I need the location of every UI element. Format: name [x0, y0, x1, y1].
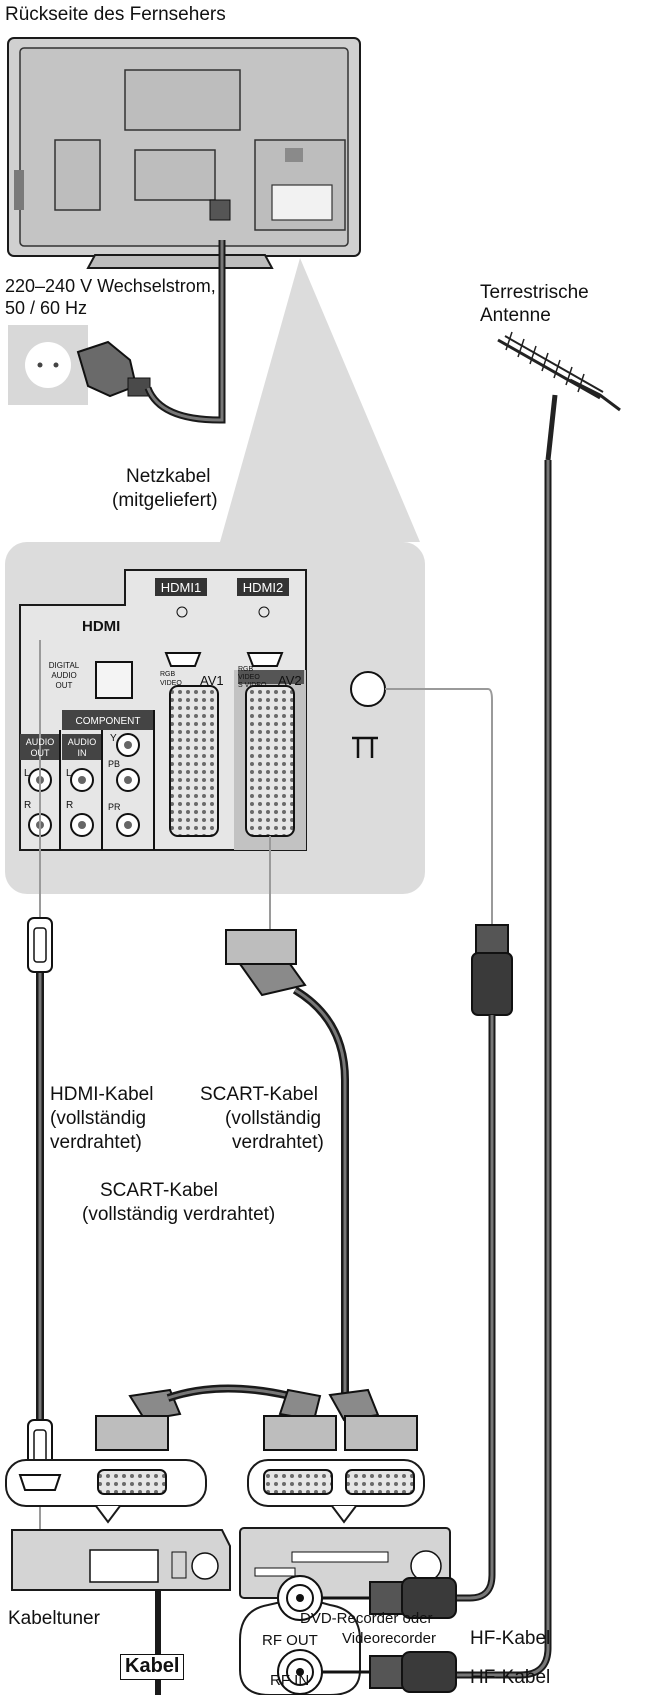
- hdmi2-label: HDMI2: [243, 580, 283, 595]
- scart-cable-a-label-1: SCART-Kabel: [200, 1084, 318, 1105]
- hdmi-cable-label-3: verdrahtet): [50, 1132, 142, 1153]
- audio-in-r-label: R: [66, 800, 73, 811]
- component-y-label: Y: [110, 733, 117, 744]
- rf-plug-top: [471, 924, 513, 1016]
- hdmi-plug-top: [27, 917, 53, 973]
- cable-tuner-device: [11, 1529, 231, 1591]
- scart-plug-recorder-2: [263, 1388, 337, 1451]
- component-pr-label: PR: [108, 802, 121, 812]
- antenna-cable: [455, 460, 552, 1679]
- av2-svideo-label: S VIDEO: [238, 682, 267, 689]
- mains-cable-label-1: Netzkabel: [126, 466, 211, 487]
- hdmi-logo-text: HDMI: [82, 618, 120, 635]
- power-spec-label-2: 50 / 60 Hz: [5, 298, 88, 318]
- av2-rgb-label: RGB: [238, 666, 254, 673]
- digital-audio-label-1: DIGITAL: [49, 661, 80, 670]
- tv-back-label: Rückseite des Fernsehers: [5, 4, 226, 25]
- hdmi-cable-label-2: (vollständig: [50, 1108, 147, 1129]
- cable-source-label: Kabel: [120, 1654, 185, 1680]
- cable-tuner-label: Kabeltuner: [8, 1608, 100, 1629]
- power-spec-label-1: 220–240 V Wechselstrom,: [5, 276, 216, 296]
- audio-out-label-1: AUDIO: [26, 737, 55, 747]
- recorder-label-1: DVD-Recorder oder: [300, 1610, 433, 1627]
- av1-rgb-label: RGB: [160, 671, 176, 678]
- rf-out-label: RF OUT: [262, 1632, 318, 1649]
- scart-cable-recorder: [292, 986, 349, 1400]
- scart-cable-a-label-3: verdrahtet): [232, 1132, 324, 1153]
- audio-in-l-label: L: [66, 768, 72, 779]
- rf-plug-in: [322, 1651, 457, 1693]
- scart-plug-panel: [225, 929, 307, 997]
- scart-plug-tuner: [95, 1388, 182, 1451]
- tv-back: [7, 37, 361, 269]
- digital-audio-label-3: OUT: [56, 681, 73, 690]
- mains-plug: [76, 340, 151, 398]
- antenna: [497, 331, 621, 461]
- wall-socket: [8, 325, 88, 405]
- rf-sockets-callout: [239, 1575, 361, 1695]
- tuner-socket-callout: [5, 1459, 207, 1524]
- audio-out-r-label: R: [24, 800, 31, 811]
- digital-audio-label-2: AUDIO: [51, 671, 76, 680]
- connection-panel: [5, 542, 425, 894]
- mains-cable-label-2: (mitgeliefert): [112, 490, 218, 511]
- rf-plug-out: [322, 1577, 457, 1619]
- scart-cable-b-label-1: SCART-Kabel: [100, 1180, 218, 1201]
- recorder-socket-callout: [247, 1459, 425, 1524]
- av2-label: AV2: [278, 673, 302, 688]
- audio-out-label-2: OUT: [31, 748, 51, 758]
- audio-in-label-2: IN: [78, 748, 87, 758]
- hdmi-cable-label-1: HDMI-Kabel: [50, 1084, 154, 1105]
- component-label: COMPONENT: [76, 716, 141, 727]
- scart-cable-a-label-2: (vollständig: [225, 1108, 322, 1129]
- audio-in-label-1: AUDIO: [68, 737, 97, 747]
- antenna-label-2: Antenne: [480, 305, 551, 326]
- scart-plug-recorder: [328, 1388, 418, 1451]
- audio-out-l-label: L: [24, 768, 30, 779]
- av2-video-label: VIDEO: [238, 674, 260, 681]
- rf-in-label: RF IN: [270, 1672, 310, 1689]
- hf-cable-label-2: HF-Kabel: [470, 1667, 551, 1688]
- hf-cable-label-1: HF-Kabel: [470, 1628, 551, 1649]
- recorder-label-2: Videorecorder: [342, 1630, 436, 1647]
- antenna-label-1: Terrestrische: [480, 282, 589, 303]
- callout-wedge: [220, 258, 420, 542]
- rf-cable-out: [455, 1015, 496, 1602]
- av1-video-label: VIDEO: [160, 680, 182, 687]
- av1-label: AV1: [200, 673, 224, 688]
- scart-cable-b-label-2: (vollständig verdrahtet): [82, 1204, 276, 1225]
- component-pb-label: PB: [108, 759, 120, 769]
- hdmi1-label: HDMI1: [161, 580, 201, 595]
